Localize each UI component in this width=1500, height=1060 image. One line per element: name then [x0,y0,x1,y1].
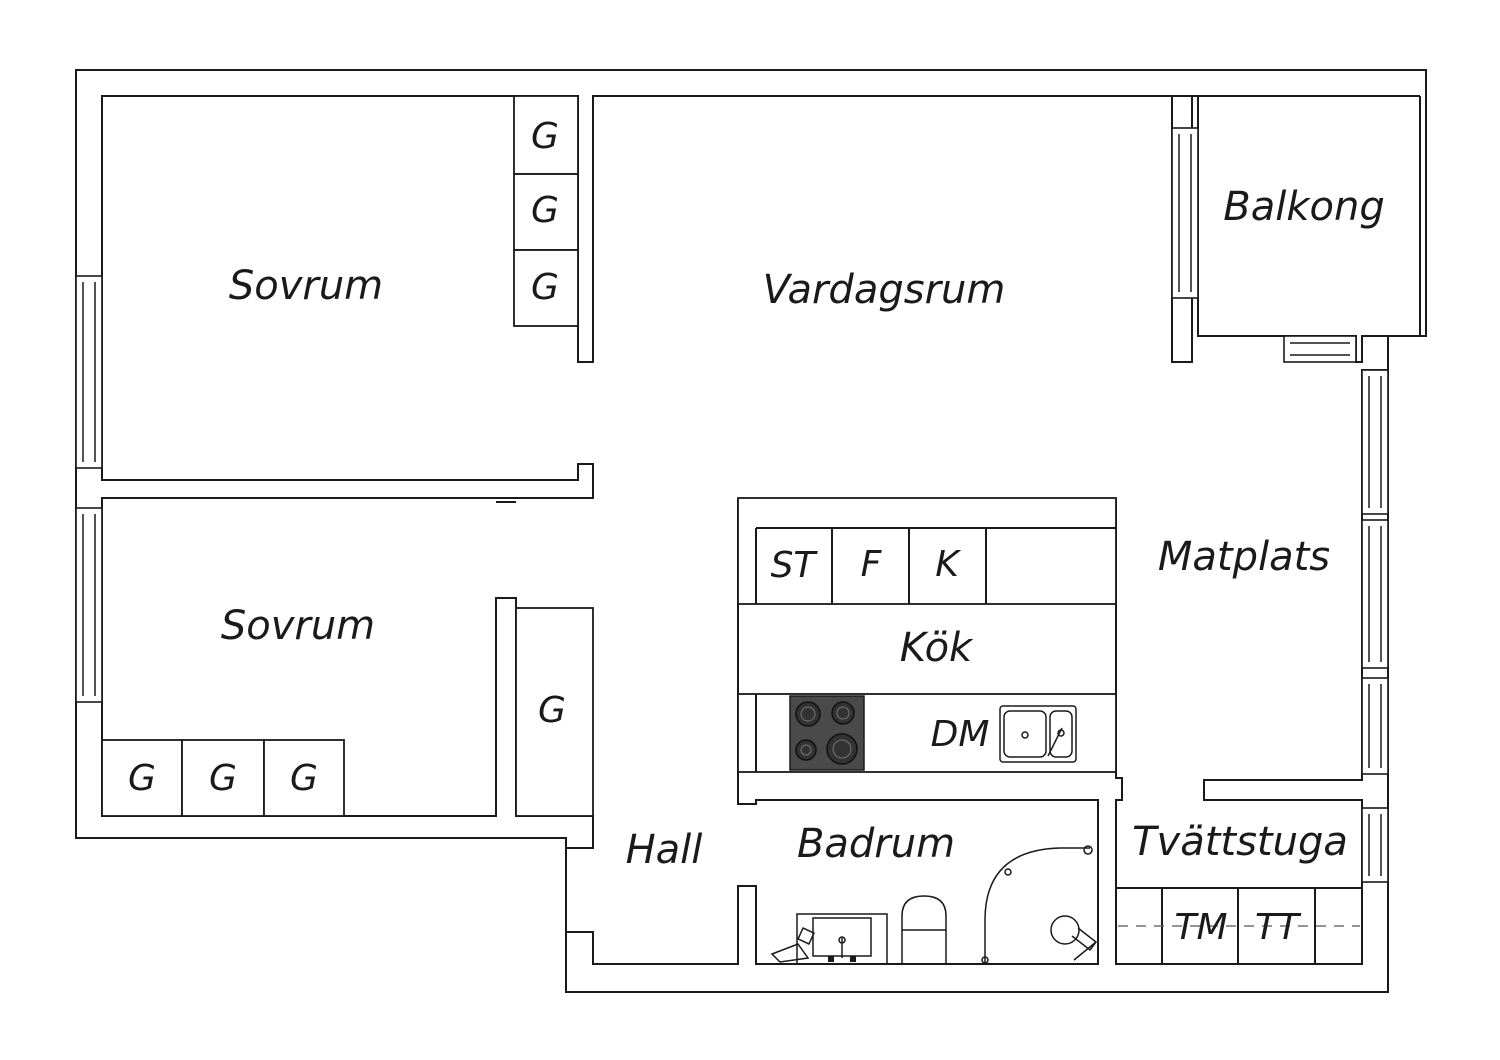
window-matplats-2 [1361,519,1389,669]
window-tvattstuga [1361,807,1389,883]
dishwasher-label: DM [931,714,990,755]
window-balkong-door [1171,127,1199,299]
wardrobe-label: G [531,190,559,231]
windows [75,127,1389,883]
sink-icon [999,705,1077,763]
wardrobe-label: G [531,267,559,308]
room-label-vardagsrum: Vardagsrum [763,267,1006,313]
window-balkong-bottom [1283,335,1357,363]
freezer-label: F [861,544,883,585]
room-label-kok: Kök [900,625,974,671]
dryer-label: TT [1255,907,1302,948]
stove-cabinet-label: ST [771,545,819,586]
washbasin-icon [770,913,888,965]
room-label-balkong: Balkong [1223,184,1384,230]
washing-machine-label: TM [1174,907,1227,948]
kitchen-counter-top: ST F K [737,497,1117,605]
laundry-fixtures: TM TT [1116,887,1362,964]
room-label-sovrum-bottom: Sovrum [221,603,375,649]
wardrobe-label: G [128,758,156,799]
wardrobe-hall: G [515,607,594,817]
window-matplats-3 [1361,677,1389,775]
kitchen-counter-bottom: DM [737,693,1117,773]
room-label-badrum: Badrum [797,821,955,867]
room-label-matplats: Matplats [1158,534,1330,580]
wardrobe-label: G [290,758,318,799]
window-sovrum-top [75,275,103,469]
wardrobes-sovrum-top: G G G [513,95,579,327]
wardrobe-label: G [531,116,559,157]
wardrobe-label: G [209,758,237,799]
window-sovrum-bottom [75,507,103,703]
room-label-hall: Hall [626,827,703,873]
wardrobes-sovrum-bottom: G G G [101,739,345,817]
room-label-tvattstuga: Tvättstuga [1132,819,1348,865]
window-matplats-1 [1361,369,1389,515]
toilet-icon [901,895,947,964]
fridge-label: K [935,544,961,585]
shower-icon [981,845,1098,964]
stove-icon [789,695,865,771]
room-label-sovrum-top: Sovrum [229,263,383,309]
wardrobe-label: G [538,690,566,731]
bathroom-fixtures [770,845,1098,965]
interior-walls [496,95,1421,849]
room-labels: Sovrum Sovrum Vardagsrum Balkong Matplat… [221,184,1385,873]
